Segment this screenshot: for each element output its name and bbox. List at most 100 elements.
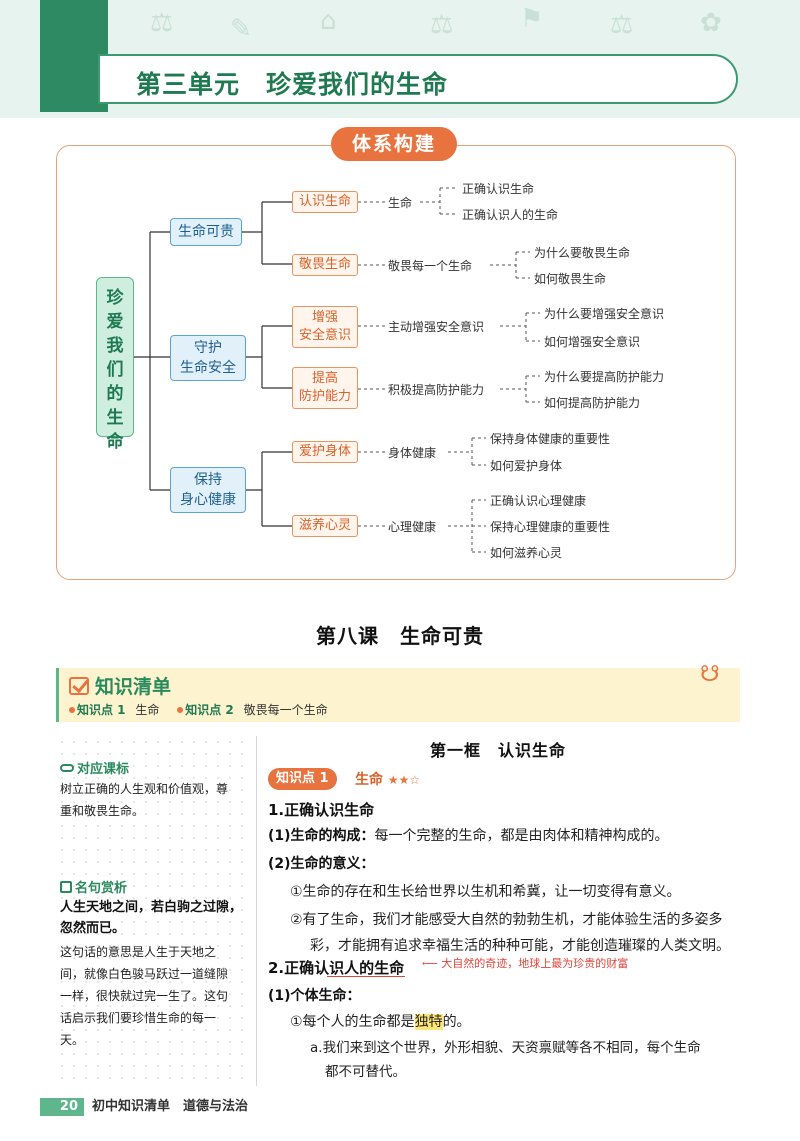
map-leaf: 为什么要提高防护能力 [544,370,665,384]
decor-icon: ⚑ [520,4,544,34]
map-leaf: 正确认识生命 [462,182,535,196]
checkbox-icon [69,677,89,695]
note-text: 大自然的奇迹，地球上最为珍贵的财富 [441,957,629,970]
lesson-title: 第八课 生命可贵 [316,624,484,648]
footer: 20 初中知识清单 道德与法治 [0,1098,800,1116]
map-node: 认识生命 [292,191,358,213]
text-line: 话启示我们要珍惜生命的每一 [60,1011,217,1025]
column-divider [256,736,257,1086]
point-name: 生命 [135,703,160,717]
concept-map-title: 体系构建 [331,127,457,161]
bullet-icon [177,707,184,713]
text-line: 树立正确的人生观和价值观，尊 [60,782,229,796]
map-node: 爱护身体 [292,441,358,463]
para-label: (1)生命的构成： [268,828,375,844]
quote-bold: 人生天地之间，若白驹之过隙， 忽然而已。 [60,897,242,939]
node-label: 认识生命 [298,194,351,209]
section-2-p1a-sub-cont: 都不可替代。 [325,1064,406,1080]
section-2-title: 2.正确认识人的生命 [268,959,405,977]
map-branch-1: 生命可贵 [170,218,242,246]
node-label: 爱护身体 [298,444,351,459]
decor-icon: ⚖ [610,10,634,40]
branch-label: 守护 生命安全 [180,340,236,376]
section-1-title: 1.正确认识生命 [268,801,375,819]
map-middle: 积极提高防护能力 [388,383,485,397]
concept-map-box [56,145,736,580]
node-label: 提高 防护能力 [298,371,351,404]
root-char: 珍 [106,288,124,308]
star-rating-icon: ★★☆ [387,773,421,787]
map-leaf: 如何滋养心灵 [490,546,563,560]
map-leaf: 为什么要增强安全意识 [544,307,665,321]
text-line: 天。 [60,1033,85,1047]
sidebar [56,736,252,1086]
para-text: ①每个人的生命都是 [290,1014,415,1030]
root-char: 的 [106,384,124,404]
kp-name-text: 生命 [355,772,383,788]
quote-text: 这句话的意思是人生于天地之 间，就像白色骏马跃过一道缝隙 一样，很快就过完一生了… [60,941,252,1051]
bullet-icon [69,707,75,713]
root-char: 命 [106,432,124,452]
text-line: 人生天地之间，若白驹之过隙， [60,900,243,915]
decor-icon: ✿ [700,8,722,38]
section-1-p1: (1)生命的构成：每一个完整的生命，都是由肉体和精神构成的。 [268,825,669,847]
book-icon [60,881,72,893]
header-band: ⚖ ✎ ⌂ ⚖ ⚑ ⚖ ✿ 第三单元 珍爱我们的生命 [0,0,800,118]
map-middle: 敬畏每一个生命 [388,259,473,273]
decor-icon: ✎ [230,14,252,44]
para-label: (1)个体生命： [268,988,361,1004]
knowledge-point-badge: 知识点 1 [268,768,337,790]
point-tag: 知识点 1 [77,703,126,717]
map-leaf: 为什么要敬畏生命 [534,246,631,260]
node-label: 增强 安全意识 [298,310,351,343]
section-1-p2: (2)生命的意义： [268,853,375,875]
text-line: 重和敬畏生命。 [60,804,145,818]
map-leaf: 如何增强安全意识 [544,335,641,349]
knowledge-point-name: 生命 ★★☆ [355,769,420,789]
page-number: 20 [40,1098,84,1116]
map-node: 增强 安全意识 [292,306,358,348]
map-node: 滋养心灵 [292,515,358,537]
map-middle: 主动增强安全意识 [388,320,485,334]
map-node: 敬畏生命 [292,254,358,276]
root-char: 爱 [106,312,124,332]
knowledge-bar-title: 知识清单 [69,672,171,699]
map-leaf: 保持身体健康的重要性 [490,432,611,446]
branch-label: 保持 身心健康 [180,472,236,508]
concept-map-root: 珍 爱 我 们 的 生 命 [96,277,134,452]
map-middle: 心理健康 [388,520,437,534]
point-name: 敬畏每一个生命 [243,703,328,717]
knowledge-bar: 知识清单 知识点 1 生命 知识点 2 敬畏每一个生命 [56,668,740,722]
root-char: 生 [106,408,124,428]
text-line: 一样，很快就过完一生了。这句 [60,989,229,1003]
quote-heading-text: 名句赏析 [75,881,128,896]
text-line: 忽然而已。 [60,921,126,936]
section-1-p2a: ①生命的存在和生长给世界以生机和希冀，让一切变得有意义。 [290,884,681,900]
branch-label: 生命可贵 [178,224,234,240]
standard-heading: 对应课标 [60,758,129,777]
text-line: 这句话的意思是人生于天地之 [60,945,217,959]
highlighted-word: 独特 [414,1014,443,1030]
decor-icon: ⚖ [150,8,174,38]
node-label: 敬畏生命 [298,257,351,272]
bookmark-decor [40,0,108,112]
map-leaf: 正确认识人的生命 [462,208,559,222]
root-char: 们 [106,360,124,380]
point-tag: 知识点 2 [185,703,234,717]
section-2-p1a: ①每个人的生命都是独特的。 [290,1011,471,1033]
decor-icon: ⌂ [320,6,337,36]
map-node: 提高 防护能力 [292,367,358,409]
para-text: 每一个完整的生命，都是由肉体和精神构成的。 [374,828,669,844]
map-leaf: 正确认识心理健康 [490,494,587,508]
unit-title-box: 第三单元 珍爱我们的生命 [98,54,738,104]
decor-icon: ⚖ [430,10,454,40]
swirl-icon: ☋ [700,662,720,687]
map-middle: 生命 [388,196,413,210]
para-text: 的。 [442,1014,471,1030]
section-1-p2b-cont: 彩，才能拥有追求幸福生活的种种可能，才能创造璀璨的人类文明。 [310,938,730,954]
map-branch-3: 保持 身心健康 [170,467,246,513]
section-1-p2b: ②有了生命，我们才能感受大自然的勃勃生机，才能体验生活的多姿多 [290,912,723,928]
standard-text: 树立正确的人生观和价值观，尊 重和敬畏生命。 [60,778,252,822]
unit-title: 第三单元 珍爱我们的生命 [136,70,449,99]
